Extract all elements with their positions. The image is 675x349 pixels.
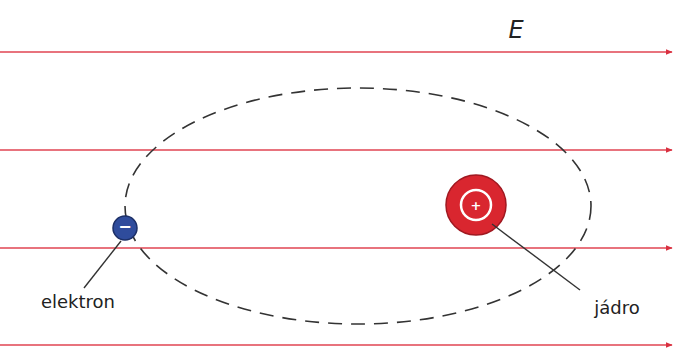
orbit: [125, 88, 591, 324]
leader-line: [492, 224, 580, 290]
nucleus-body: [446, 175, 506, 235]
part-label: jádro: [594, 299, 639, 317]
field-line: [0, 344, 672, 346]
charge-sign: −: [118, 219, 131, 235]
field-line: [0, 149, 672, 151]
electron-body: [113, 216, 137, 240]
field-symbol: E: [508, 18, 523, 42]
electron: [113, 216, 137, 240]
charge-sign: +: [471, 199, 482, 212]
nucleus-ring: [461, 190, 491, 220]
field-lines: [0, 52, 672, 345]
leader-line: [84, 241, 121, 288]
nucleus: [446, 175, 506, 235]
field-line: [0, 247, 672, 249]
part-label: elektron: [41, 293, 115, 311]
field-line: [0, 51, 672, 53]
